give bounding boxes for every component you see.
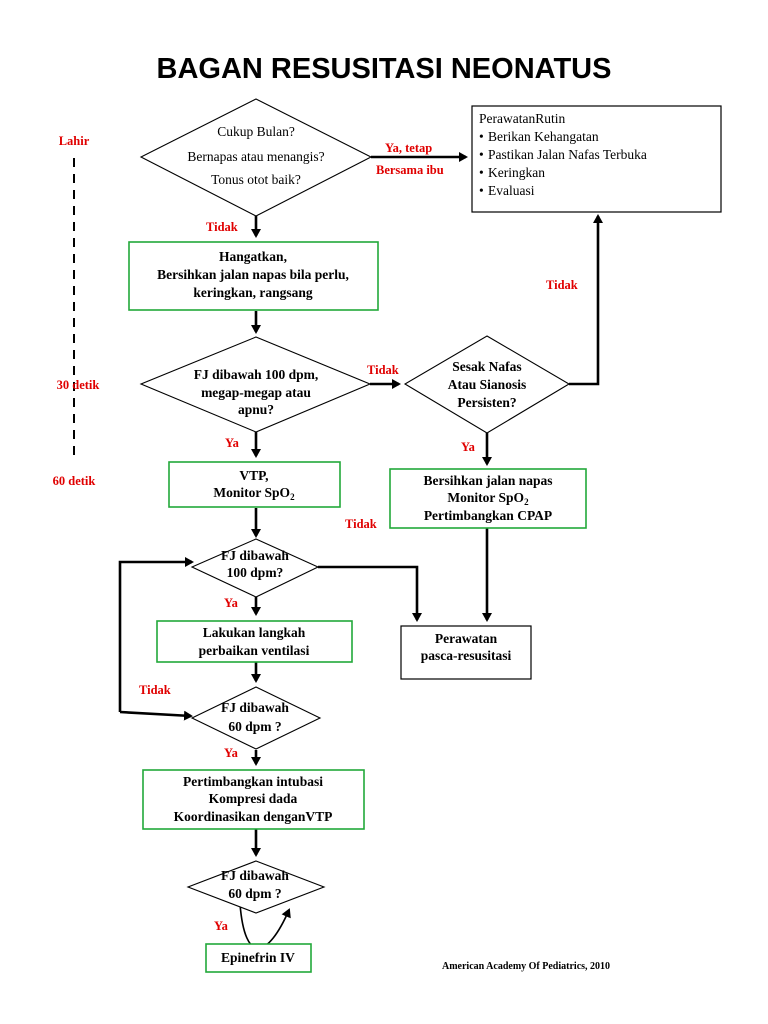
b2-line-2: Monitor SpO2 bbox=[213, 485, 295, 502]
routine-bullet-2: • bbox=[479, 147, 484, 162]
label-ya-3: Ya bbox=[224, 596, 239, 610]
label-tidak-5: Tidak bbox=[139, 683, 171, 697]
b3-line-1: Bersihkan jalan napas bbox=[423, 473, 552, 488]
label-ya-5: Ya bbox=[214, 919, 229, 933]
box-bersihkan-cpap: Bersihkan jalan napas Monitor SpO2 Perti… bbox=[389, 468, 587, 529]
d2-line-3: apnu? bbox=[238, 402, 274, 417]
label-tidak-2: Tidak bbox=[546, 278, 578, 292]
d1-line-1: Cukup Bulan? bbox=[217, 124, 295, 139]
label-tidak-1: Tidak bbox=[206, 220, 238, 234]
b4-line-2: perbaikan ventilasi bbox=[199, 643, 310, 658]
label-ya-1: Ya bbox=[225, 436, 240, 450]
box-vtp-monitor: VTP, Monitor SpO2 bbox=[168, 461, 341, 508]
timeline-60-detik: 60 detik bbox=[53, 474, 96, 488]
label-bersama-ibu: Bersama ibu bbox=[376, 163, 444, 177]
label-ya-2: Ya bbox=[461, 440, 476, 454]
b6-line-2: Kompresi dada bbox=[209, 791, 298, 806]
arrow-d4-to-b5 bbox=[318, 565, 422, 622]
routine-item-4: Evaluasi bbox=[488, 183, 535, 198]
b1-line-3: keringkan, rangsang bbox=[193, 285, 313, 300]
d4-line-2: 100 dpm? bbox=[227, 565, 284, 580]
routine-bullet-1: • bbox=[479, 129, 484, 144]
b5-line-1: Perawatan bbox=[435, 631, 498, 646]
timeline-lahir: Lahir bbox=[59, 134, 90, 148]
connectors bbox=[118, 152, 603, 950]
citation: American Academy Of Pediatrics, 2010 bbox=[442, 961, 610, 972]
b2-line-1: VTP, bbox=[239, 468, 268, 483]
b1-line-2: Bersihkan jalan napas bila perlu, bbox=[157, 267, 349, 282]
diamond-sesak-nafas: Sesak Nafas Atau Sianosis Persisten? bbox=[403, 335, 571, 434]
d4-line-1: FJ dibawah bbox=[221, 548, 289, 563]
curve-arrow-epinefrin-loop bbox=[239, 903, 291, 950]
d2-line-2: megap-megap atau bbox=[201, 385, 311, 400]
routine-title: PerawatanRutin bbox=[479, 111, 565, 126]
diamond-fj-60-a: FJ dibawah 60 dpm ? bbox=[190, 686, 322, 750]
b6-line-3: Koordinasikan denganVTP bbox=[174, 809, 333, 824]
label-ya-tetap: Ya, tetap bbox=[385, 141, 432, 155]
loop-line-to-d4 bbox=[118, 557, 194, 712]
label-tidak-3: Tidak bbox=[367, 363, 399, 377]
d6-line-1: FJ dibawah bbox=[221, 868, 289, 883]
box-perawatan-rutin: PerawatanRutin • Berikan Kehangatan • Pa… bbox=[471, 105, 722, 213]
routine-bullet-4: • bbox=[479, 183, 484, 198]
b7-label: Epinefrin IV bbox=[221, 950, 295, 965]
d1-line-3: Tonus otot baik? bbox=[211, 172, 301, 187]
b4-line-1: Lakukan langkah bbox=[203, 625, 306, 640]
box-intubasi-kompresi: Pertimbangkan intubasi Kompresi dada Koo… bbox=[142, 769, 365, 830]
routine-bullet-3: • bbox=[479, 165, 484, 180]
diamond-fj-100: FJ dibawah 100 dpm? bbox=[190, 538, 320, 598]
diamond-fj-100-megap: FJ dibawah 100 dpm, megap-megap atau apn… bbox=[139, 336, 372, 433]
d5-line-2: 60 dpm ? bbox=[228, 719, 281, 734]
b5-line-2: pasca-resusitasi bbox=[421, 648, 512, 663]
b3-line-2: Monitor SpO2 bbox=[447, 490, 529, 507]
d2-line-1: FJ dibawah 100 dpm, bbox=[194, 367, 319, 382]
d5-line-1: FJ dibawah bbox=[221, 700, 289, 715]
d3-line-2: Atau Sianosis bbox=[448, 377, 526, 392]
d6-line-2: 60 dpm ? bbox=[228, 886, 281, 901]
label-tidak-4: Tidak bbox=[345, 517, 377, 531]
b1-line-1: Hangatkan, bbox=[219, 249, 287, 264]
label-ya-4: Ya bbox=[224, 746, 239, 760]
box-pasca-resusitasi: Perawatan pasca-resusitasi bbox=[400, 625, 532, 680]
routine-item-1: Berikan Kehangatan bbox=[488, 129, 599, 144]
routine-item-3: Keringkan bbox=[488, 165, 545, 180]
timeline-30-detik: 30 detik bbox=[57, 378, 100, 392]
b6-line-1: Pertimbangkan intubasi bbox=[183, 774, 323, 789]
d1-line-2: Bernapas atau menangis? bbox=[187, 149, 324, 164]
arrow-d3-to-routine bbox=[569, 214, 603, 386]
page-title: BAGAN RESUSITASI NEONATUS bbox=[157, 53, 612, 85]
b3-line-3: Pertimbangkan CPAP bbox=[424, 508, 552, 523]
diamond-fj-60-b: FJ dibawah 60 dpm ? bbox=[186, 860, 326, 914]
box-epinefrin: Epinefrin IV bbox=[205, 943, 312, 973]
box-perbaikan-ventilasi: Lakukan langkah perbaikan ventilasi bbox=[156, 620, 353, 663]
box-hangatkan: Hangatkan, Bersihkan jalan napas bila pe… bbox=[128, 241, 379, 311]
diamond-cukup-bulan: Cukup Bulan? Bernapas atau menangis? Ton… bbox=[139, 98, 373, 217]
routine-item-2: Pastikan Jalan Nafas Terbuka bbox=[488, 147, 647, 162]
d3-line-3: Persisten? bbox=[457, 395, 516, 410]
d3-line-1: Sesak Nafas bbox=[452, 359, 521, 374]
branch-labels: Ya, tetap Bersama ibu Tidak Tidak Tidak … bbox=[139, 141, 578, 933]
arrow-loop-to-d5 bbox=[119, 710, 193, 721]
